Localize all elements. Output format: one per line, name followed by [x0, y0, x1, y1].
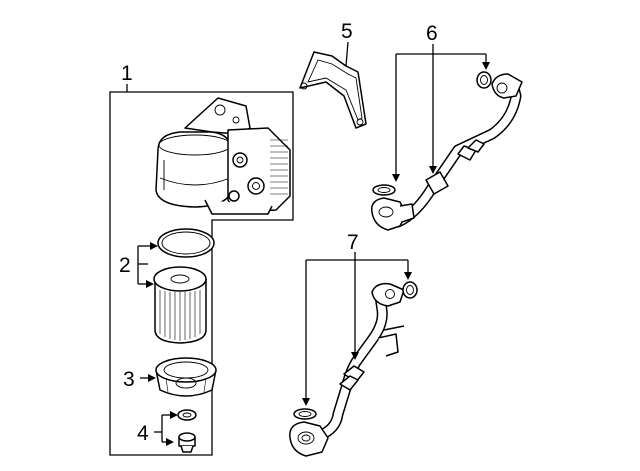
callout-4: 4: [137, 422, 149, 445]
callout-1: 1: [121, 62, 133, 85]
oil-line-upper: [371, 73, 523, 231]
o-ring-6-lower: [372, 184, 396, 196]
drain-washer: [177, 409, 197, 421]
oil-filter-housing: [155, 97, 291, 215]
callout-2: 2: [119, 254, 131, 277]
o-ring-6-upper: [476, 71, 492, 89]
assembly-1-frame: [109, 84, 294, 456]
callout-6: 6: [426, 22, 438, 45]
filter-o-ring: [157, 228, 215, 258]
leader-7: [302, 252, 412, 406]
leader-4: [154, 411, 178, 446]
leader-2: [137, 242, 158, 288]
callout-5: 5: [341, 20, 353, 43]
cooler-gasket: [299, 51, 367, 129]
oil-line-lower: [289, 282, 405, 457]
filter-cap: [155, 357, 217, 397]
o-ring-7-upper: [402, 281, 418, 299]
callout-3: 3: [123, 368, 135, 391]
leader-3: [140, 374, 156, 382]
drain-plug: [178, 432, 196, 453]
callout-7: 7: [347, 231, 359, 254]
filter-element: [153, 266, 207, 344]
o-ring-7-lower: [293, 408, 317, 420]
leader-5: [345, 41, 349, 67]
leader-6: [392, 44, 490, 182]
